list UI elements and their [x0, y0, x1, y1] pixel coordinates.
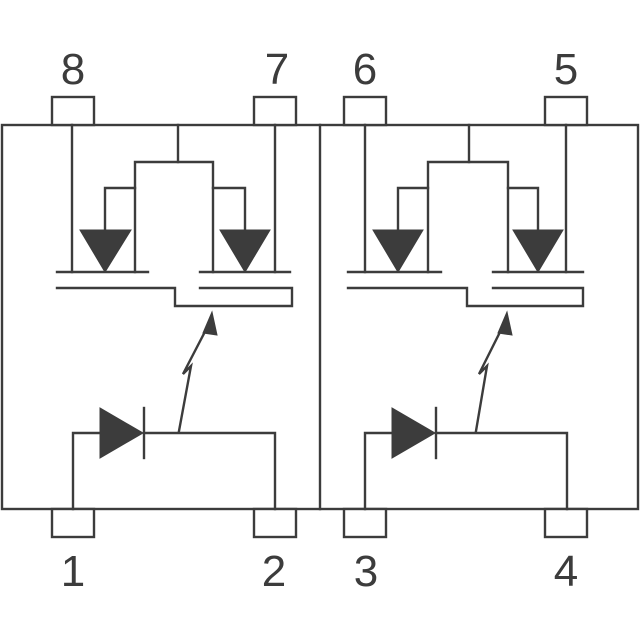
pin-label-5: 5 — [554, 45, 578, 94]
pin-label-7: 7 — [265, 45, 289, 94]
pin-label-4: 4 — [554, 547, 578, 596]
pin-tab-4 — [543, 507, 589, 539]
mosfet-2a-triangle — [372, 229, 424, 273]
gate-line-1 — [55, 286, 294, 308]
mosfet-pair-1 — [55, 123, 294, 308]
pin-tab-3 — [342, 507, 388, 539]
pin-label-8: 8 — [61, 45, 85, 94]
gate-line-2 — [346, 286, 585, 308]
channel-1 — [55, 123, 294, 511]
pin-tab-5 — [543, 95, 589, 127]
pin-label-2: 2 — [262, 547, 286, 596]
mosfet-pair-2 — [346, 123, 585, 308]
led-1-triangle — [99, 407, 144, 459]
led-2 — [363, 406, 569, 511]
mosfet-2b-triangle — [512, 229, 564, 273]
pin-tab-8 — [50, 95, 96, 127]
led-2-triangle — [391, 407, 436, 459]
pin-label-3: 3 — [354, 547, 378, 596]
channel-2 — [346, 123, 585, 511]
pin-label-1: 1 — [61, 547, 85, 596]
pin-tab-7 — [252, 95, 298, 127]
light-arrow-1 — [177, 320, 212, 433]
mosfet-1a-triangle — [79, 229, 132, 273]
pin-tab-1 — [50, 507, 96, 539]
pin-tab-6 — [342, 95, 388, 127]
pin-tab-2 — [252, 507, 298, 539]
mosfet-1b-triangle — [219, 229, 271, 273]
pin-label-6: 6 — [353, 45, 377, 94]
led-1 — [71, 406, 277, 511]
light-arrow-2 — [474, 320, 507, 433]
